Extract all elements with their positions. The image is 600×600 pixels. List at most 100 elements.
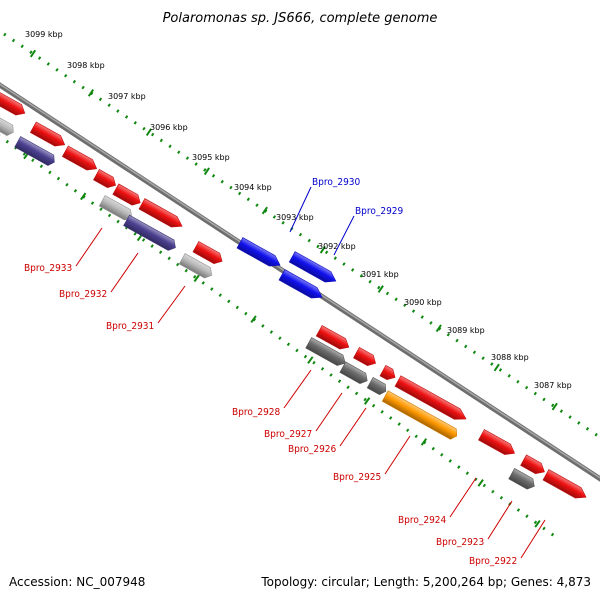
gene-feature[interactable] xyxy=(123,214,179,253)
gene-feature[interactable] xyxy=(508,468,538,491)
outer-scale-tick xyxy=(87,88,95,97)
scale-track-outer xyxy=(3,32,600,440)
leader-line xyxy=(289,186,312,233)
gene-label[interactable]: Bpro_2923 xyxy=(436,537,484,548)
gene-feature[interactable] xyxy=(14,136,58,168)
inner-scale-tick xyxy=(193,274,200,283)
inner-scale-tick xyxy=(420,438,428,446)
inner-scale-tick xyxy=(80,192,87,201)
gene-feature[interactable] xyxy=(178,253,215,280)
gene-label[interactable]: Bpro_2930 xyxy=(312,177,361,188)
gene-feature[interactable] xyxy=(381,390,459,441)
gene-label[interactable]: Bpro_2922 xyxy=(469,556,517,567)
gene-label[interactable]: Bpro_2927 xyxy=(264,429,312,440)
gene-feature[interactable] xyxy=(288,251,339,287)
leader-line xyxy=(157,285,186,324)
leader-line xyxy=(520,519,546,559)
gene-label-group[interactable]: Bpro_2925 xyxy=(333,435,411,483)
gene-feature[interactable] xyxy=(93,168,118,190)
inner-scale-tick xyxy=(307,356,314,364)
outer-scale-tick xyxy=(435,324,442,333)
gene-arrow xyxy=(178,253,213,279)
leader-line xyxy=(487,500,513,540)
outer-scale-tick xyxy=(551,402,558,411)
gene-feature[interactable] xyxy=(278,269,325,303)
gene-feature[interactable] xyxy=(478,429,517,459)
gene-arrow xyxy=(381,390,458,440)
gene-arrow xyxy=(366,376,387,396)
inner-scale-tick xyxy=(250,315,257,323)
gene-label-group[interactable]: Bpro_2931 xyxy=(106,285,186,332)
kbp-label: 3092 kbp xyxy=(318,242,356,251)
gene-feature[interactable] xyxy=(379,364,398,382)
leader-line xyxy=(110,252,139,293)
gene-feature[interactable] xyxy=(192,241,225,266)
leader-line xyxy=(384,435,411,475)
outer-scale-tick xyxy=(261,206,268,215)
gene-arrow xyxy=(394,375,467,420)
gene-label[interactable]: Bpro_2925 xyxy=(333,472,381,483)
gene-label[interactable]: Bpro_2933 xyxy=(24,263,72,274)
gene-feature[interactable] xyxy=(520,454,548,477)
gene-arrow xyxy=(138,198,183,228)
gene-arrow xyxy=(508,468,535,490)
gene-features xyxy=(0,91,589,503)
gene-label-group[interactable]: Bpro_2922 xyxy=(469,519,546,567)
gene-feature[interactable] xyxy=(305,337,349,369)
kbp-label: 3087 kbp xyxy=(534,381,572,390)
accession-label: Accession: NC_007948 xyxy=(9,575,145,589)
gene-label[interactable]: Bpro_2926 xyxy=(288,444,337,455)
gene-arrow xyxy=(288,251,337,283)
gene-arrow xyxy=(339,361,368,384)
gene-feature[interactable] xyxy=(353,346,378,368)
gene-arrow xyxy=(353,346,376,366)
gene-feature[interactable] xyxy=(236,237,283,271)
gene-label-group[interactable]: Bpro_2932 xyxy=(59,252,139,300)
gene-labels: Bpro_2930Bpro_2929Bpro_2933Bpro_2932Bpro… xyxy=(24,177,546,567)
outer-scale-tick xyxy=(203,167,210,176)
gene-feature[interactable] xyxy=(0,114,16,137)
outer-scale-tick xyxy=(145,128,153,136)
gene-label-group[interactable]: Bpro_2930 xyxy=(289,177,361,233)
gene-label-group[interactable]: Bpro_2924 xyxy=(398,477,477,526)
gene-label-group[interactable]: Bpro_2927 xyxy=(264,392,343,440)
gene-label[interactable]: Bpro_2924 xyxy=(398,515,447,526)
gene-label[interactable]: Bpro_2929 xyxy=(355,206,404,217)
scale-track-inner xyxy=(0,134,561,542)
gene-feature[interactable] xyxy=(394,375,469,424)
gene-feature[interactable] xyxy=(0,91,28,118)
gene-feature[interactable] xyxy=(315,325,352,352)
gene-feature[interactable] xyxy=(112,183,143,208)
gene-feature[interactable] xyxy=(138,198,185,232)
gene-feature[interactable] xyxy=(366,376,389,396)
gene-arrow xyxy=(0,91,26,116)
gene-label-group[interactable]: Bpro_2929 xyxy=(333,206,404,256)
gene-label[interactable]: Bpro_2932 xyxy=(59,289,107,300)
gene-feature[interactable] xyxy=(339,361,370,386)
kbp-label: 3098 kbp xyxy=(67,61,105,70)
leader-line xyxy=(339,407,367,447)
genome-summary-label: Topology: circular; Length: 5,200,264 bp… xyxy=(260,575,591,589)
gene-label-group[interactable]: Bpro_2928 xyxy=(232,369,312,418)
leader-line xyxy=(449,477,477,518)
gene-label-group[interactable]: Bpro_2933 xyxy=(24,227,103,274)
gene-arrow xyxy=(278,269,323,299)
gene-feature[interactable] xyxy=(61,145,99,174)
gene-label-group[interactable]: Bpro_2923 xyxy=(436,500,513,548)
gene-arrow xyxy=(379,364,396,381)
inner-scale-tick xyxy=(477,479,484,487)
gene-arrow xyxy=(29,121,66,147)
inner-scale-tick xyxy=(534,519,541,528)
kbp-label: 3090 kbp xyxy=(404,298,442,307)
kbp-label: 3095 kbp xyxy=(192,153,230,162)
gene-feature[interactable] xyxy=(29,121,67,150)
kbp-label: 3099 kbp xyxy=(25,30,63,39)
gene-label[interactable]: Bpro_2928 xyxy=(232,407,281,418)
gene-feature[interactable] xyxy=(542,469,589,503)
gene-label-group[interactable]: Bpro_2926 xyxy=(288,407,367,455)
gene-arrow xyxy=(315,325,350,350)
gene-label[interactable]: Bpro_2931 xyxy=(106,321,154,332)
leader-line xyxy=(333,215,355,256)
